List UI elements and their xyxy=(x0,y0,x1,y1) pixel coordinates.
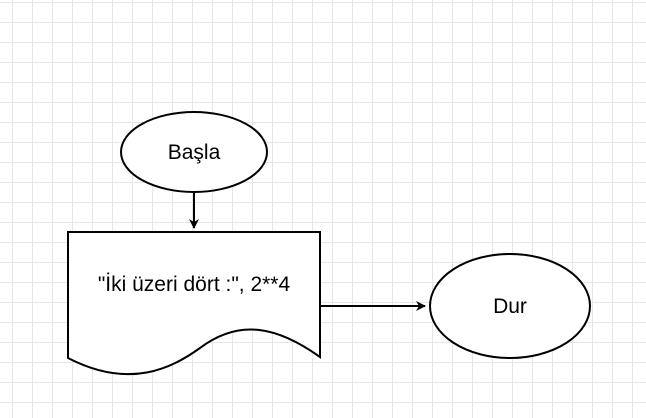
end-label: Dur xyxy=(493,295,527,318)
start-label: Başla xyxy=(168,141,221,164)
end-node[interactable]: Dur xyxy=(429,253,591,359)
document-shape xyxy=(67,231,321,376)
end-ellipse xyxy=(429,253,591,359)
output-node[interactable]: "İki üzeri dört :", 2**4 xyxy=(67,231,321,376)
output-label: "İki üzeri dört :", 2**4 xyxy=(98,273,291,296)
start-node[interactable]: Başla xyxy=(120,111,268,193)
